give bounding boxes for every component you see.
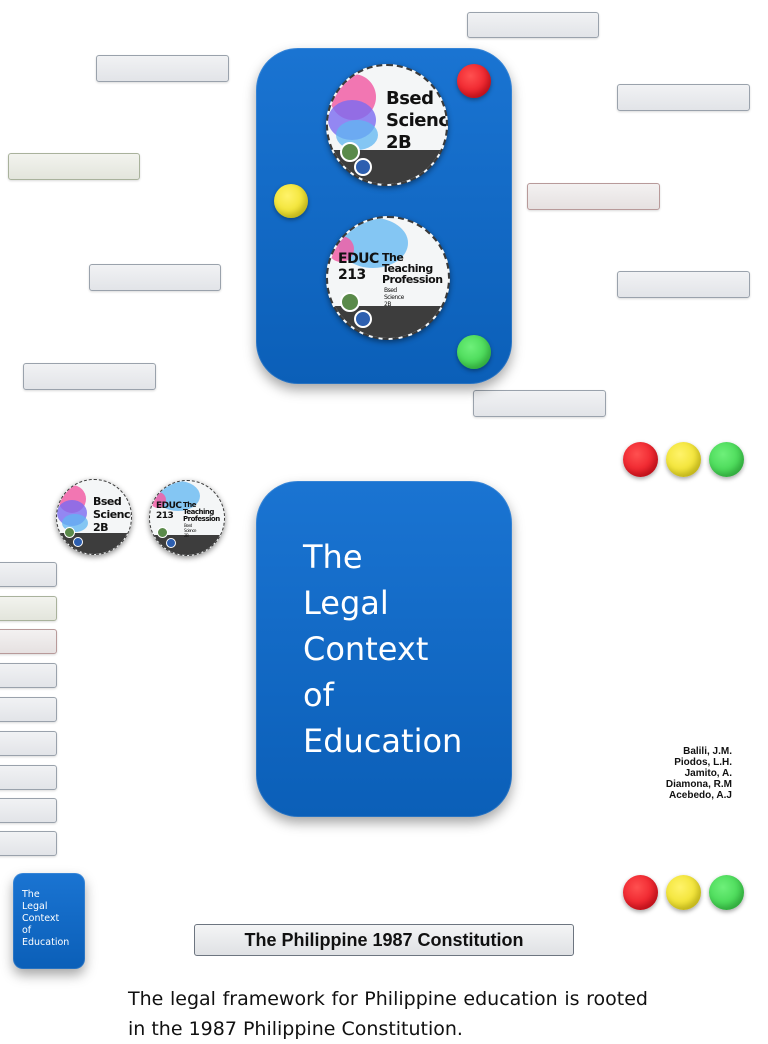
badge-line-3: 2B (93, 521, 109, 534)
course-sub-line-2: Science (384, 294, 404, 301)
thumbnail-title-line-2: Legal (22, 901, 48, 912)
seal-icon (354, 158, 372, 176)
thumbnail-title: The Legal Context of Education (22, 889, 69, 949)
author-list: Balili, J.M. Piodos, L.H. Jamito, A. Dia… (666, 746, 732, 801)
thumbnail-title-line-4: of (22, 925, 32, 936)
label-placeholder (467, 12, 599, 38)
seal-icon (354, 310, 372, 328)
seal-icon (157, 527, 168, 538)
bsed-science-badge: Bsed Science 2B (326, 64, 448, 186)
green-dot (709, 442, 744, 477)
educ-213-badge: EDUC 213 The Teaching Profession Bsed Sc… (326, 216, 450, 340)
main-title-line-2: Legal (303, 584, 389, 622)
badge-line-2: Science (386, 110, 448, 131)
red-dot (623, 442, 658, 477)
course-sub-line-3: 2B (184, 533, 189, 538)
author-name: Diamona, R.M (665, 779, 732, 790)
seal-icon (166, 538, 176, 548)
label-placeholder (0, 629, 57, 654)
red-dot (457, 64, 491, 98)
course-title-line-2: Teaching (382, 262, 433, 275)
yellow-dot (274, 184, 308, 218)
label-placeholder (0, 731, 57, 756)
author-name: Jamito, A. (684, 768, 732, 779)
green-dot (709, 875, 744, 910)
label-placeholder (527, 183, 660, 210)
title-panel (256, 481, 512, 817)
label-placeholder (8, 153, 140, 180)
label-placeholder (473, 390, 606, 417)
section-heading: The Philippine 1987 Constitution (194, 924, 574, 956)
course-sub-line-2: Science (184, 528, 197, 533)
seal-icon (340, 292, 360, 312)
label-placeholder (0, 798, 57, 823)
label-placeholder (96, 55, 229, 82)
label-placeholder (0, 596, 57, 621)
thumbnail-title-line-1: The (22, 889, 40, 900)
course-title-line-2: Teaching (183, 508, 214, 516)
badge-dark-band (150, 535, 224, 555)
badge-line-3: 2B (386, 132, 412, 153)
label-placeholder (0, 765, 57, 790)
yellow-dot (666, 442, 701, 477)
course-code-line-2: 213 (156, 511, 174, 521)
label-placeholder (617, 271, 750, 298)
label-placeholder (0, 663, 57, 688)
body-paragraph: The legal framework for Philippine educa… (128, 988, 648, 1040)
badge-shape (150, 492, 166, 508)
course-sub-line-3: 2B (384, 301, 391, 308)
main-title-line-4: of (303, 676, 334, 714)
author-name: Piodos, L.H. (674, 757, 732, 768)
course-sub-line-1: Bsed (184, 523, 192, 528)
label-placeholder (23, 363, 156, 390)
author-name: Balili, J.M. (683, 746, 732, 757)
course-code-line-1: EDUC (156, 501, 182, 511)
course-sub-line-1: Bsed (384, 287, 397, 294)
green-dot (457, 335, 491, 369)
label-placeholder (0, 697, 57, 722)
educ-213-badge-small: EDUC 213 The Teaching Profession Bsed Sc… (149, 480, 225, 556)
label-placeholder (617, 84, 750, 111)
label-placeholder (89, 264, 221, 291)
thumbnail-title-line-3: Context (22, 913, 60, 924)
main-title: The Legal Context of Education (303, 534, 462, 764)
badge-shape (328, 236, 354, 262)
title-thumbnail (13, 873, 85, 969)
course-code-line-2: 213 (338, 267, 366, 283)
red-dot (623, 875, 658, 910)
badge-line-2: Science (93, 508, 131, 521)
thumbnail-title-line-5: Education (22, 937, 70, 948)
yellow-dot (666, 875, 701, 910)
main-title-line-3: Context (303, 630, 429, 668)
label-placeholder (0, 562, 57, 587)
author-name: Acebedo, A.J (669, 790, 732, 801)
course-title-line-1: The (382, 251, 404, 264)
seal-icon (64, 527, 75, 538)
label-placeholder (0, 831, 57, 856)
main-title-line-5: Education (303, 722, 463, 760)
badge-line-1: Bsed (93, 495, 122, 508)
course-title-line-3: Profession (382, 273, 443, 286)
course-title-line-1: The (183, 501, 197, 509)
seal-icon (73, 537, 83, 547)
seal-icon (340, 142, 360, 162)
badge-line-1: Bsed (386, 88, 434, 109)
bsed-science-badge-small: Bsed Science 2B (56, 479, 132, 555)
course-code-line-1: EDUC (338, 251, 379, 267)
main-title-line-1: The (303, 538, 363, 576)
course-title-line-3: Profession (183, 515, 220, 523)
